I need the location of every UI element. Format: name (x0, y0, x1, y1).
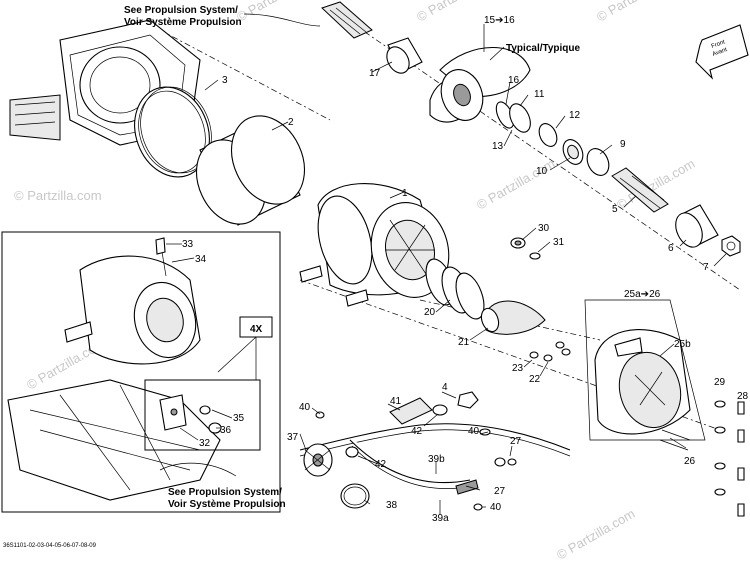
callout-15-16: 15➔16 (484, 15, 515, 26)
callout-6: 6 (668, 243, 674, 254)
leader-lines (159, 13, 727, 514)
callout-26: 26 (684, 456, 696, 467)
front-arrow: Front Avant (695, 24, 749, 80)
callout-2: 2 (288, 117, 294, 128)
callout-12: 12 (569, 110, 581, 121)
drive-shaft-parts (321, 1, 423, 74)
callout-10: 10 (536, 166, 548, 177)
seal-rings (495, 101, 610, 176)
callout-32: 32 (199, 438, 211, 449)
bottom-reference-note-fr: Voir Système Propulsion (168, 499, 286, 510)
callout-37: 37 (287, 432, 299, 443)
callout-5: 5 (612, 204, 618, 215)
nozzle-assembly-part-25 (584, 299, 706, 441)
callout-11: 11 (534, 89, 545, 100)
callout-31: 31 (553, 237, 565, 248)
callout-29: 29 (714, 377, 726, 388)
bolts-22-23 (529, 341, 571, 362)
callout-34: 34 (195, 254, 207, 265)
impeller-part-15 (429, 46, 531, 123)
wear-ring-part-2 (195, 115, 305, 226)
bottom-reference-note: See Propulsion System/ (168, 487, 282, 498)
fastener-30-31 (510, 237, 541, 260)
callout-28: 28 (737, 391, 749, 402)
watermark-text: © Partzilla.com (474, 156, 557, 213)
front-arrow-label-fr: Avant (712, 47, 729, 58)
callout-22: 22 (529, 374, 541, 385)
cone-part-21 (480, 300, 546, 335)
studs-part-26 (659, 429, 691, 451)
o-ring-part-38 (340, 483, 370, 509)
callout-1: 1 (402, 188, 408, 199)
small-fittings (315, 411, 517, 511)
callout-40-bottom: 40 (490, 502, 502, 513)
callout-13: 13 (492, 141, 504, 152)
callout-39b: 39b (428, 454, 445, 465)
callout-38: 38 (386, 500, 398, 511)
callout-33: 33 (182, 239, 194, 250)
multiplier-note: 4X (250, 324, 263, 335)
callout-25a-26: 25a➔26 (624, 289, 661, 300)
callout-17: 17 (369, 68, 381, 79)
shaft-part-5 (611, 167, 669, 213)
callout-40-left: 40 (299, 402, 311, 413)
typical-note: Typical/Typique (506, 43, 581, 54)
callout-25b: 25b (674, 339, 691, 350)
callouts: 1 2 3 4 5 6 7 9 10 11 12 13 15➔16 16 17 … (182, 15, 749, 524)
watermark-text: © Partzilla.com (594, 0, 677, 25)
callout-20: 20 (424, 307, 436, 318)
callout-7: 7 (703, 262, 709, 273)
watermark-text: © Partzilla.com (14, 188, 102, 203)
drawing-code: 36S1101-02-03-04-05-06-07-08-09 (3, 543, 97, 549)
callout-3: 3 (222, 75, 228, 86)
top-reference-note: See Propulsion System/ (124, 5, 238, 16)
fitting-part-37 (303, 443, 333, 477)
water-hoses (299, 391, 571, 489)
bearing-cap-part-6 (675, 204, 719, 248)
axis-lines (159, 7, 741, 431)
reference-notes: See Propulsion System/ Voir Système Prop… (3, 5, 581, 549)
top-reference-note-fr: Voir Système Propulsion (124, 17, 242, 28)
inset-box (1, 231, 281, 513)
callout-35: 35 (233, 413, 245, 424)
callout-27-upper: 27 (510, 436, 522, 447)
callout-41: 41 (390, 396, 402, 407)
callout-42-lower: 42 (375, 459, 387, 470)
bolts-28-29 (714, 400, 745, 517)
callout-9: 9 (620, 139, 626, 150)
callout-30: 30 (538, 223, 550, 234)
callout-16: 16 (508, 75, 520, 86)
callout-27-lower: 27 (494, 486, 506, 497)
watermark-text: © Partzilla.com (554, 506, 637, 563)
callout-21: 21 (458, 337, 470, 348)
callout-39a: 39a (432, 513, 449, 524)
callout-4: 4 (442, 382, 448, 393)
nut-part-7 (721, 235, 741, 257)
callout-42-upper: 42 (411, 426, 423, 437)
callout-36: 36 (220, 425, 232, 436)
o-rings-part-20 (425, 258, 485, 320)
callout-40-middle: 40 (468, 426, 480, 437)
wear-ring-part-3 (134, 86, 212, 178)
front-arrow-label: Front (711, 39, 727, 50)
callout-23: 23 (512, 363, 524, 374)
watermark-text: © Partzilla.com (234, 0, 317, 25)
